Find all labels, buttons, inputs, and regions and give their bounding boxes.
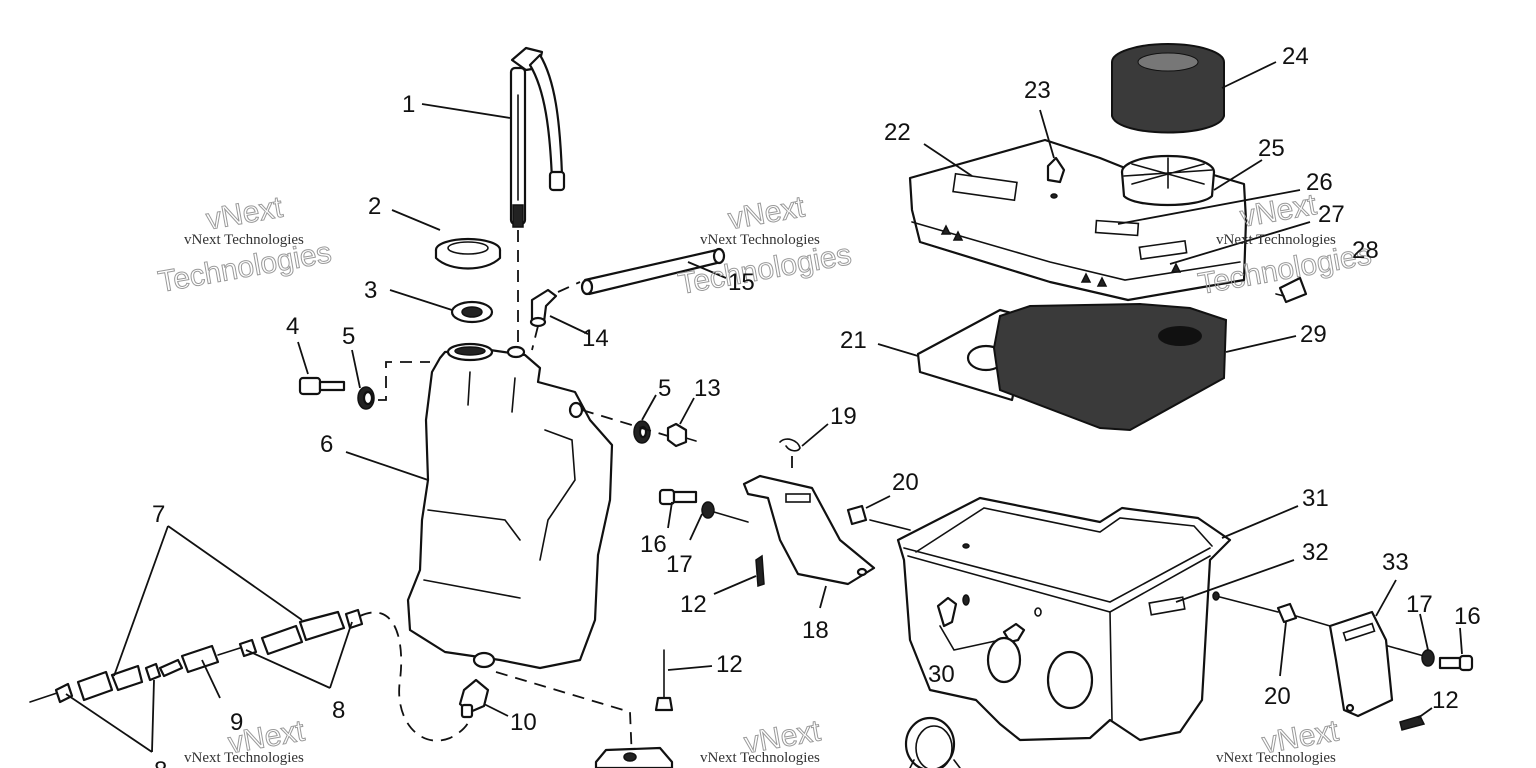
callout-30: 30: [928, 661, 955, 688]
callout-21: 21: [840, 327, 867, 354]
callout-26: 26: [1306, 169, 1333, 196]
part-airbox-hole-right: [1212, 591, 1220, 601]
part-oil-tank: [406, 342, 614, 670]
part-washer-17-right: [1421, 649, 1435, 667]
callout-4: 4: [286, 313, 299, 340]
callout-17: 17: [1406, 591, 1433, 618]
callout-1: 1: [402, 91, 415, 118]
leader-lines: [65, 61, 1463, 753]
callout-2: 2: [368, 193, 381, 220]
part-mount-plate-33: [1328, 610, 1394, 718]
callout-29: 29: [1300, 321, 1327, 348]
callout-9: 9: [230, 709, 243, 736]
part-dipstick: [509, 46, 566, 228]
dash-elbow-tank: [531, 325, 539, 351]
part-clip-28: [1275, 276, 1308, 304]
watermark-word-top: vNext: [726, 190, 808, 236]
part-grommet-20-left: [846, 504, 868, 526]
callout-19: 19: [830, 403, 857, 430]
watermark-brand-small: vNext Technologies: [184, 750, 304, 766]
callout-17: 17: [666, 551, 693, 578]
part-outlet-fitting: [458, 678, 490, 719]
callout-10: 10: [510, 709, 537, 736]
callout-8: 8: [332, 697, 345, 724]
part-washer-left: [357, 386, 375, 410]
watermark-brand-small: vNext Technologies: [700, 750, 820, 766]
dash-filter-loop: [359, 611, 472, 742]
part-intake-grid: [1120, 154, 1216, 207]
callout-18: 18: [802, 617, 829, 644]
watermark-brand-small: vNext Technologies: [184, 232, 304, 248]
callout-24: 24: [1282, 43, 1309, 70]
part-cable-tie-right: [1399, 715, 1426, 731]
part-foam-ring: [1111, 43, 1225, 134]
callout-22: 22: [884, 119, 911, 146]
callout-25: 25: [1258, 135, 1285, 162]
part-bolt-16-left: [658, 488, 698, 506]
callout-5: 5: [342, 323, 355, 350]
callout-14: 14: [582, 325, 609, 352]
callout-20: 20: [892, 469, 919, 496]
part-nut-right: [666, 422, 688, 448]
callout-23: 23: [1024, 77, 1051, 104]
part-bracket-18: [742, 474, 876, 586]
line-bracket-bolt: [713, 511, 749, 523]
callout-28: 28: [1352, 237, 1379, 264]
part-latch: [1046, 156, 1066, 199]
dash-tank-bottom: [495, 671, 633, 761]
callout-8: 8: [154, 757, 167, 768]
callout-16: 16: [640, 531, 667, 558]
callout-5: 5: [658, 375, 671, 402]
callout-31: 31: [1302, 485, 1329, 512]
watermark-brand-small: vNext Technologies: [1216, 232, 1336, 248]
callout-16: 16: [1454, 603, 1481, 630]
part-bolt-16-right: [1438, 654, 1474, 672]
watermark-brand-small: vNext Technologies: [1216, 750, 1336, 766]
callout-15: 15: [728, 269, 755, 296]
watermark-word-top: vNext: [204, 191, 286, 237]
part-cable-tie-center: [654, 649, 674, 712]
part-foam-filter: [992, 302, 1228, 432]
callout-12: 12: [1432, 687, 1459, 714]
part-intake-boot: [904, 716, 961, 768]
callout-20: 20: [1264, 683, 1291, 710]
callout-6: 6: [320, 431, 333, 458]
part-washer-right: [633, 420, 651, 444]
callout-labels: 1 2 3 4 5 6 7 8 8 9 10 14 15 5 13 19 20 …: [152, 43, 1481, 768]
callout-3: 3: [364, 277, 377, 304]
part-grommet-20-right: [1276, 602, 1298, 624]
callout-12: 12: [680, 591, 707, 618]
part-vent-hose: [580, 247, 726, 296]
line-right-mount-end: [685, 437, 697, 442]
line-bracket-airbox: [869, 519, 911, 531]
part-airbox-base: [896, 496, 1232, 742]
callout-12: 12: [716, 651, 743, 678]
part-cap-gasket: [450, 300, 494, 324]
dash-right-mount: [581, 409, 669, 437]
dash-tank-mount-left: [378, 361, 430, 401]
callout-13: 13: [694, 375, 721, 402]
part-cable-tie-bracket: [755, 554, 765, 588]
callout-27: 27: [1318, 201, 1345, 228]
part-bolt-left: [298, 376, 346, 396]
line-right-mount: [1215, 595, 1279, 613]
line-plate-washer: [1387, 645, 1425, 657]
part-clip-19: [779, 438, 801, 470]
line-right-plate: [1295, 615, 1331, 627]
part-washer-17-left: [701, 501, 715, 519]
callout-32: 32: [1302, 539, 1329, 566]
part-elbow-fitting: [529, 288, 558, 328]
callout-33: 33: [1382, 549, 1409, 576]
part-tank-cap: [434, 237, 502, 270]
dash-elbow-hose: [557, 281, 581, 293]
watermark-brand-small: vNext Technologies: [700, 232, 820, 248]
part-filter-hose-assembly: [29, 608, 364, 704]
part-lower-block: [594, 746, 674, 768]
callout-7: 7: [152, 501, 165, 528]
